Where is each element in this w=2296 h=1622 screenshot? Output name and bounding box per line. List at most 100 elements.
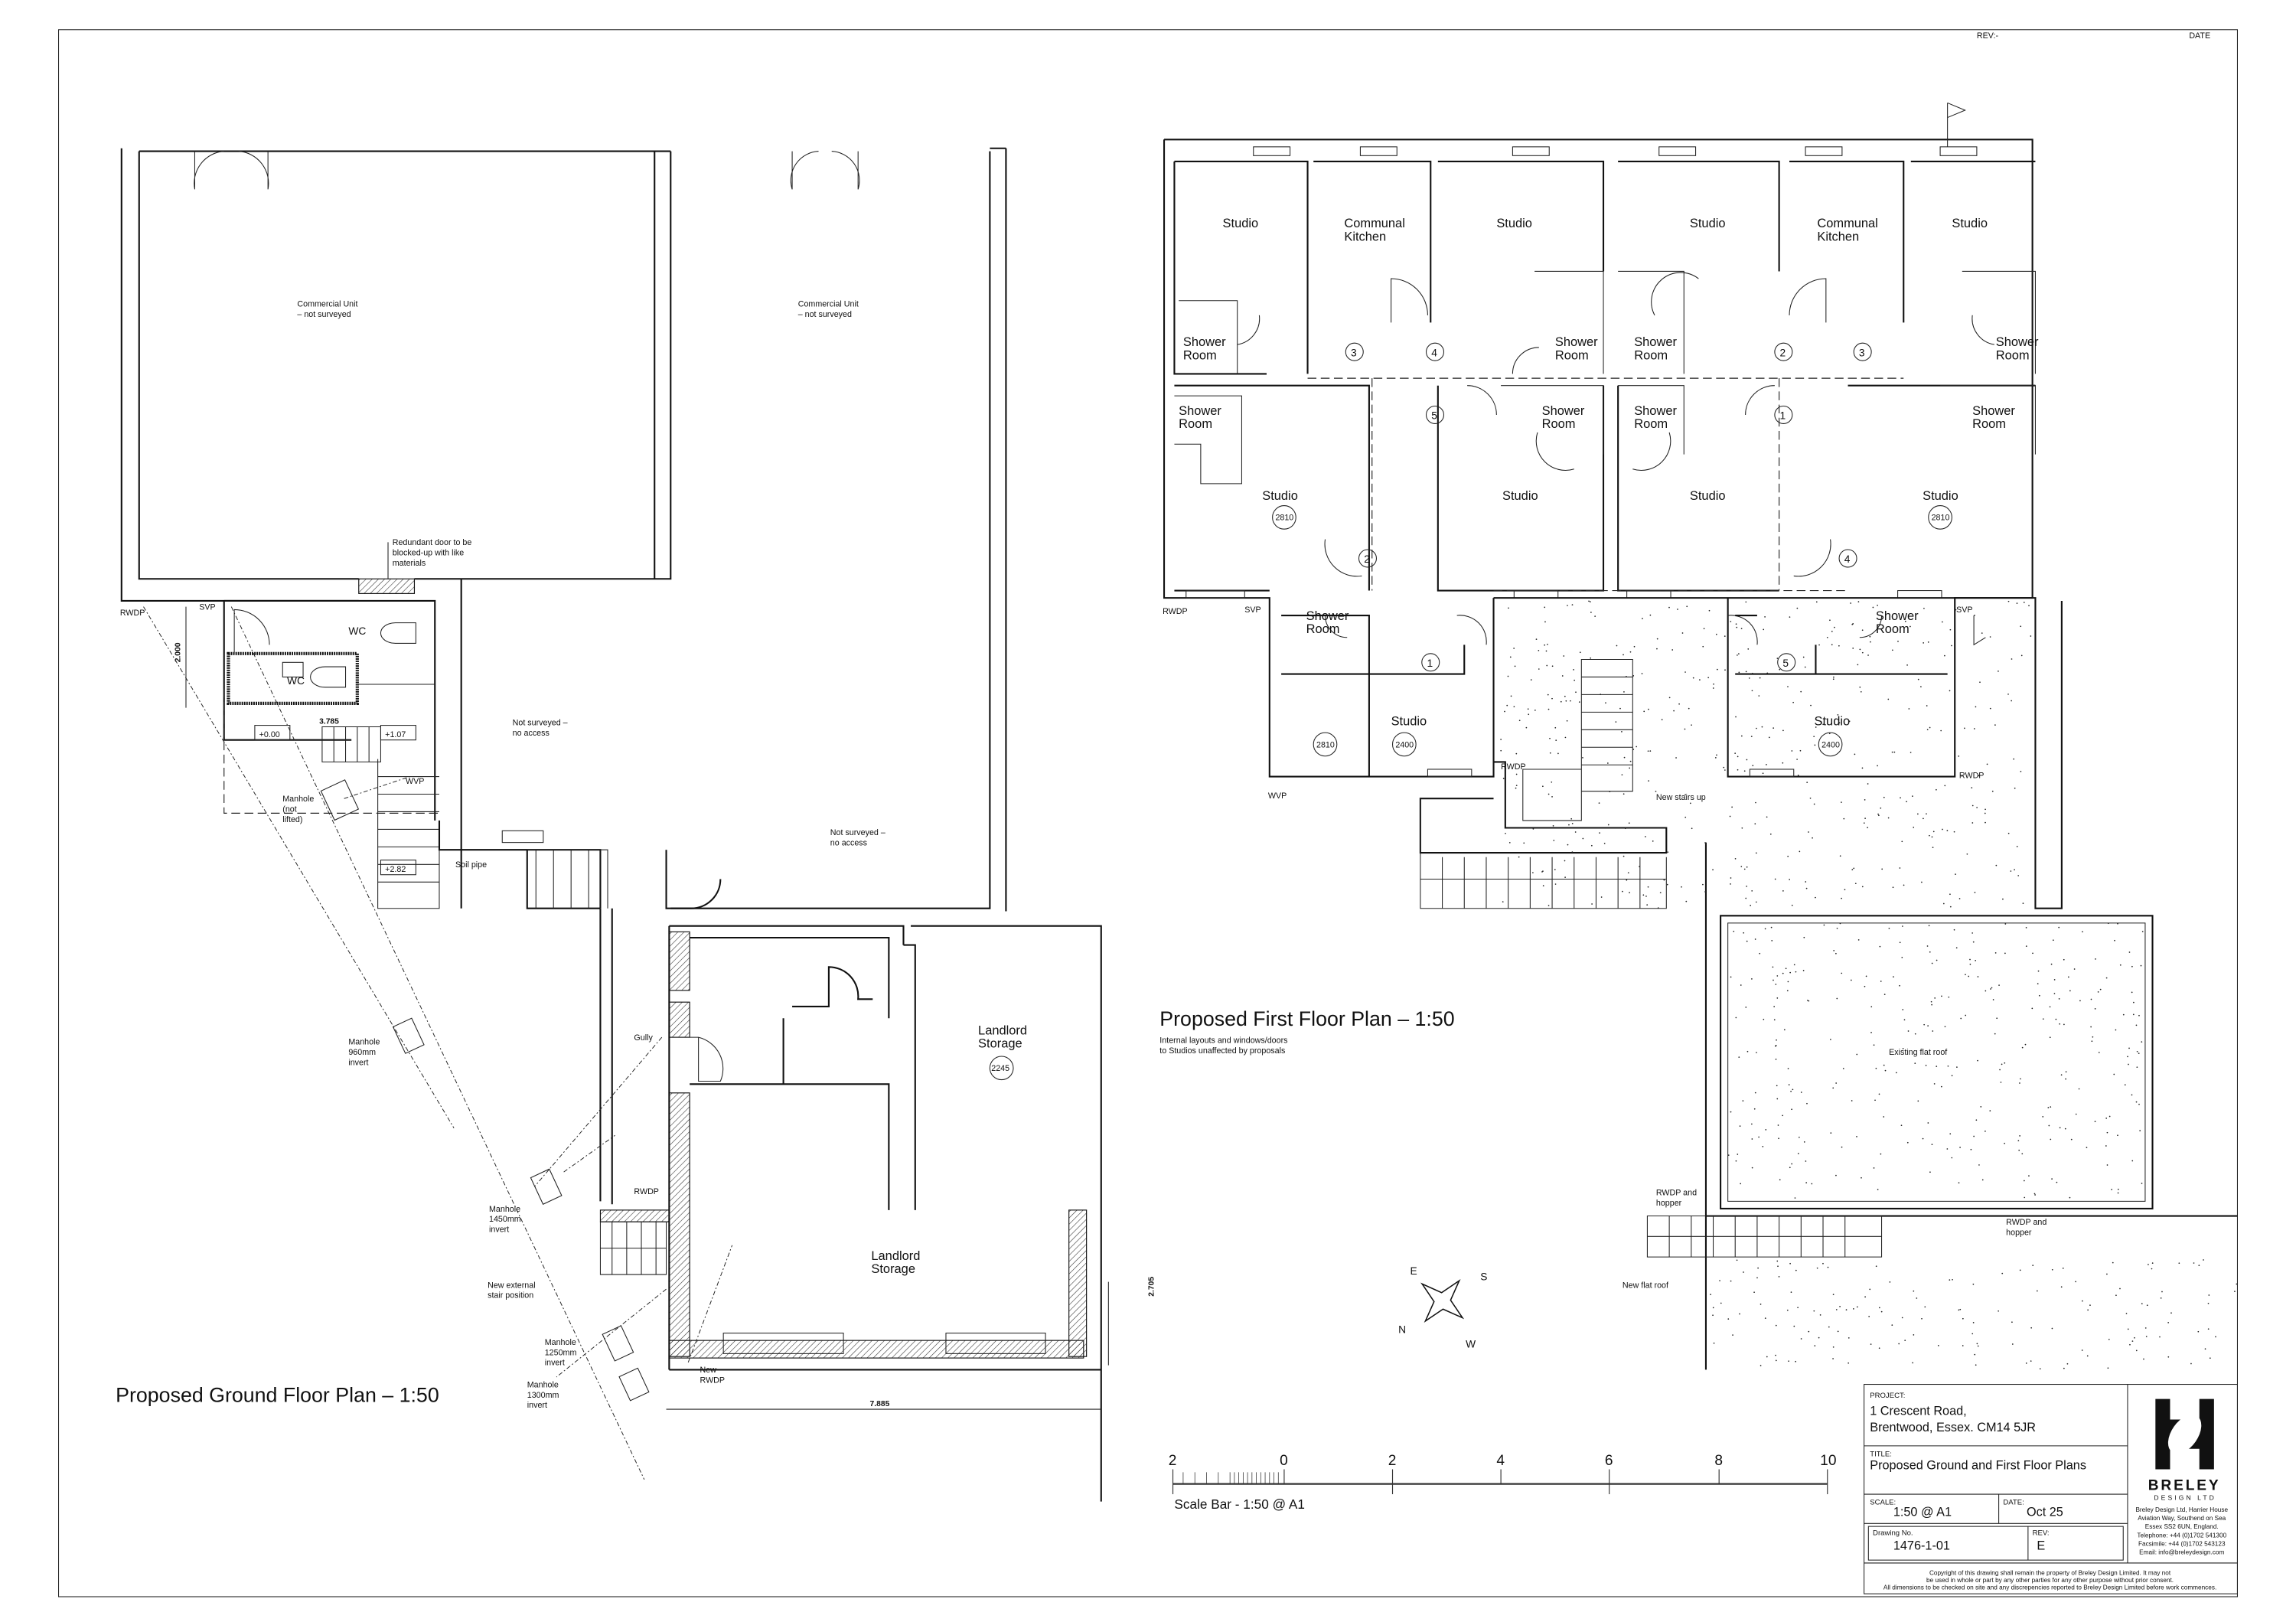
room-label: Shower xyxy=(1555,335,1598,349)
room-label: Studio xyxy=(1391,715,1427,729)
drawing-no: 1476-1-01 xyxy=(1893,1539,1950,1553)
ff-label: SVP xyxy=(1244,605,1261,615)
gf-label: no access xyxy=(830,838,867,847)
gf-label: Not surveyed – xyxy=(830,828,885,837)
gf-label: – not surveyed xyxy=(297,310,351,319)
compass-s: S xyxy=(1480,1271,1487,1283)
door-number-circle xyxy=(1358,549,1377,568)
manhole-label: invert xyxy=(348,1058,368,1067)
company-address-line: Email: info@breleydesign.com xyxy=(2139,1549,2224,1555)
manhole-label: 1450mm xyxy=(489,1215,521,1224)
scale-tick-label: 2 xyxy=(1388,1453,1397,1469)
door-number: 1 xyxy=(1780,410,1786,422)
room-label: Shower xyxy=(1972,404,2015,418)
scale-value: 1:50 @ A1 xyxy=(1893,1506,1952,1519)
gf-label: RWDP xyxy=(634,1187,659,1196)
scale-tick-label: 10 xyxy=(1820,1453,1836,1469)
manhole-label: Manhole xyxy=(545,1338,576,1347)
project-address: 1 Crescent Road, xyxy=(1870,1405,1966,1418)
door-number: 1 xyxy=(1427,658,1433,669)
date-label: DATE: xyxy=(2003,1498,2024,1506)
door-number: 4 xyxy=(1431,347,1437,358)
door-number: 3 xyxy=(1351,347,1357,358)
stair-note: stair position xyxy=(488,1291,533,1301)
room-label: Storage xyxy=(978,1036,1022,1050)
room-height: 2245 xyxy=(991,1064,1009,1073)
sheet-border xyxy=(58,29,2238,1598)
ground-floor-plan: Commercial Unit – not surveyed Commercia… xyxy=(116,147,1156,1502)
door-number: 2 xyxy=(1780,347,1786,358)
room-label: Shower xyxy=(1179,404,1221,418)
north-compass: N E S W xyxy=(1398,1265,1487,1350)
room-label: Shower xyxy=(1634,335,1677,349)
compass-e: E xyxy=(1410,1265,1417,1277)
company-address-line: Essex SS2 6UN, England. xyxy=(2145,1523,2219,1530)
ff-label: RWDP xyxy=(1959,771,1985,780)
door-number-circle xyxy=(1425,342,1445,361)
room-label: 2400 xyxy=(1821,740,1840,749)
ff-label: hopper xyxy=(1656,1199,1682,1208)
room-label: Room xyxy=(1179,417,1212,431)
compass-w: W xyxy=(1466,1339,1476,1350)
drawing-no-label: Drawing No. xyxy=(1873,1529,1913,1538)
room-label: Kitchen xyxy=(1344,230,1386,243)
room-label: 2400 xyxy=(1395,740,1414,749)
scale-tick-label: 6 xyxy=(1605,1453,1613,1469)
ff-label: Existing flat roof xyxy=(1889,1048,1947,1057)
room-label: Communal xyxy=(1344,217,1404,230)
gf-label: SVP xyxy=(199,602,215,612)
scale-bar-caption: Scale Bar - 1:50 @ A1 xyxy=(1174,1496,1304,1512)
room-label: Studio xyxy=(1690,489,1726,503)
door-number: 4 xyxy=(1844,553,1851,565)
room-label: Room xyxy=(1634,348,1668,362)
room-label: Shower xyxy=(1183,335,1226,349)
room-label: Landlord xyxy=(871,1249,920,1263)
room-label: Studio xyxy=(1952,217,1988,230)
scale-tick-label: 2 xyxy=(1169,1453,1177,1469)
copyright-line: Copyright of this drawing shall remain t… xyxy=(1929,1569,2171,1576)
room-label: Shower xyxy=(1634,404,1677,418)
room-label: Communal xyxy=(1817,217,1877,230)
logo-wordmark: BRELEY xyxy=(2148,1477,2221,1493)
title-label: TITLE: xyxy=(1870,1450,1892,1458)
first-floor-title: Proposed First Floor Plan – 1:50 xyxy=(1159,1007,1454,1030)
door-number-circle xyxy=(1421,653,1440,672)
date-value: Oct 25 xyxy=(2027,1506,2063,1519)
room-label: Studio xyxy=(1223,217,1259,230)
manhole-label: Manhole xyxy=(527,1380,559,1389)
room-label: Studio xyxy=(1690,217,1726,230)
door-number: 5 xyxy=(1431,410,1437,422)
manhole-label: 1300mm xyxy=(527,1391,559,1400)
level-marker: +1.07 xyxy=(385,730,406,739)
door-number-circle xyxy=(1774,342,1793,361)
room-label: Studio xyxy=(1496,217,1532,230)
company-address-line: Facsimile: +44 (0)1702 543123 xyxy=(2138,1540,2226,1547)
scale-tick-label: 8 xyxy=(1714,1453,1723,1469)
dimension: 2.705 xyxy=(1148,1277,1156,1297)
room-label: Kitchen xyxy=(1817,230,1859,243)
room-label: Room xyxy=(1972,417,2006,431)
scale-tick-label: 4 xyxy=(1496,1453,1505,1469)
gf-label: RWDP xyxy=(700,1376,726,1385)
gf-label: Commercial Unit xyxy=(798,299,859,308)
company-address-line: Aviation Way, Southend on Sea xyxy=(2138,1515,2226,1522)
ff-label: New flat roof xyxy=(1623,1281,1668,1290)
title-block: PROJECT: 1 Crescent Road, Brentwood, Ess… xyxy=(1864,1384,2238,1594)
room-label: Landlord xyxy=(978,1023,1027,1037)
first-floor-note: to Studios unaffected by proposals xyxy=(1159,1046,1285,1056)
manhole-label: invert xyxy=(527,1401,547,1410)
manhole-label: Manhole xyxy=(489,1205,520,1214)
ff-label: RWDP xyxy=(1501,762,1526,772)
gf-label: no access xyxy=(513,729,550,738)
gf-label: RWDP xyxy=(120,609,145,618)
door-number-circle xyxy=(1425,405,1445,424)
room-label: Room xyxy=(1555,348,1589,362)
room-label: Room xyxy=(1876,622,1910,636)
manhole-label: Manhole xyxy=(282,795,314,804)
dimension: 2.000 xyxy=(174,642,182,662)
room-label: Shower xyxy=(1996,335,2039,349)
room-label-wc: WC xyxy=(287,675,305,687)
manhole-label: invert xyxy=(545,1359,565,1368)
room-label: Studio xyxy=(1815,715,1851,729)
